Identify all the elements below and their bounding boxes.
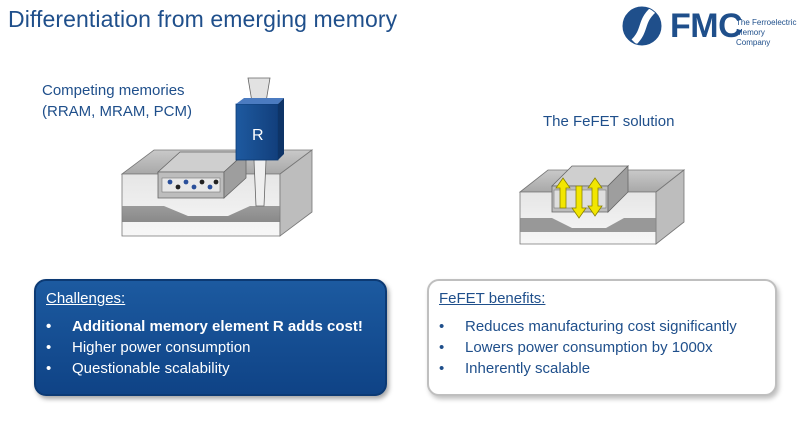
polarization-arrows-icon: [555, 177, 603, 219]
challenges-list: Additional memory element R adds cost! H…: [46, 316, 363, 379]
logo-subtitle-line1: The Ferroelectric: [736, 18, 797, 27]
fefet-solution-caption: The FeFET solution: [543, 113, 675, 130]
logo-wordmark: FMC: [670, 7, 743, 45]
memory-element-label: R: [252, 127, 264, 144]
logo-subtitle: The Ferroelectric Memory Company: [736, 18, 800, 48]
fmc-logo-mark-icon: [622, 6, 662, 46]
fefet-benefits-box: FeFET benefits: Reduces manufacturing co…: [427, 279, 777, 396]
challenges-heading: Challenges:: [46, 290, 126, 307]
list-item: Higher power consumption: [46, 337, 363, 358]
list-item: Additional memory element R adds cost!: [46, 316, 363, 337]
list-item: Questionable scalability: [46, 358, 363, 379]
challenges-box: Challenges: Additional memory element R …: [34, 279, 387, 396]
fefet-illustration: [518, 165, 686, 245]
competing-memory-illustration: R: [120, 77, 314, 237]
logo-subtitle-line2: Memory Company: [736, 28, 771, 47]
caption-line2: (RRAM, MRAM, PCM): [42, 103, 192, 120]
benefits-heading: FeFET benefits:: [439, 290, 546, 307]
list-item: Inherently scalable: [439, 358, 737, 379]
benefits-list: Reduces manufacturing cost significantly…: [439, 316, 737, 379]
memory-particles-icon: [167, 179, 219, 190]
caption-line1: Competing memories: [42, 82, 185, 99]
competing-memories-caption: Competing memories (RRAM, MRAM, PCM): [42, 80, 192, 122]
list-item: Reduces manufacturing cost significantly: [439, 316, 737, 337]
fmc-logo: FMC The Ferroelectric Memory Company: [618, 4, 800, 48]
list-item: Lowers power consumption by 1000x: [439, 337, 737, 358]
slide-title: Differentiation from emerging memory: [8, 6, 398, 32]
